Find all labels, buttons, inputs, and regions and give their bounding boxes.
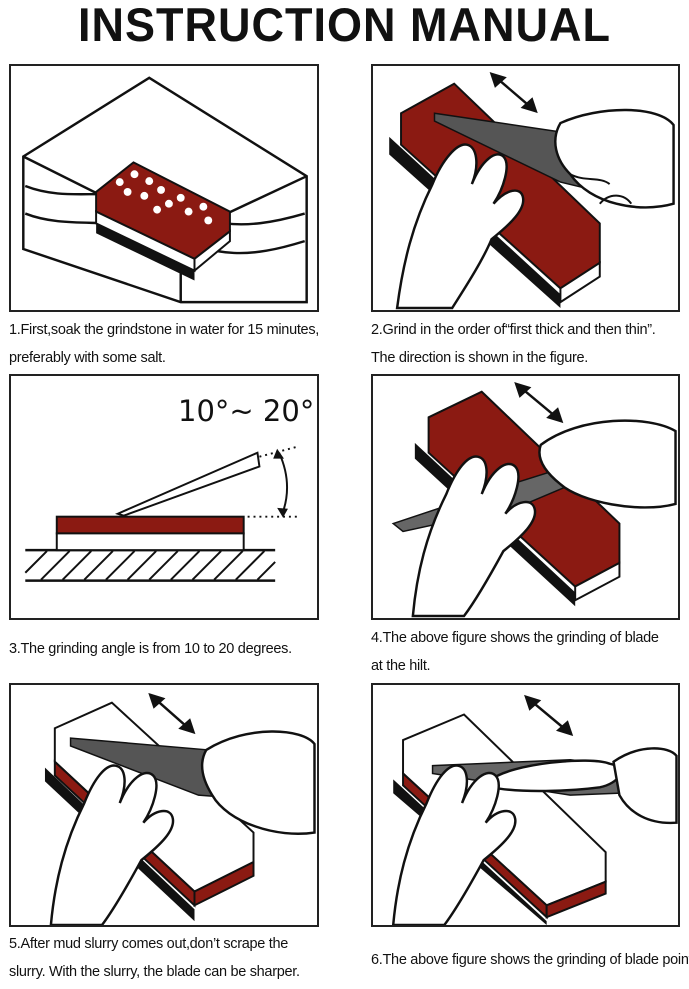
slurry-grinding-icon bbox=[11, 685, 317, 925]
hilt-grinding-icon bbox=[373, 376, 678, 618]
direction-arrow-icon bbox=[492, 74, 536, 111]
page-title: INSTRUCTION MANUAL bbox=[0, 0, 689, 51]
step-6-illustration bbox=[371, 683, 680, 927]
step-1-caption-line1: 1.First,soak the grindstone in water for… bbox=[9, 316, 319, 344]
step-4-caption-line1: 4.The above figure shows the grinding of… bbox=[371, 624, 659, 652]
step-1-caption-line2: preferably with some salt. bbox=[9, 344, 166, 372]
step-4-caption-line2: at the hilt. bbox=[371, 652, 430, 680]
step-4-illustration bbox=[371, 374, 680, 620]
step-6-caption-line1: 6.The above figure shows the grinding of… bbox=[371, 946, 689, 974]
sharpening-hands-icon bbox=[373, 66, 678, 310]
direction-arrow-icon bbox=[516, 384, 561, 421]
step-1-illustration bbox=[9, 64, 319, 312]
direction-arrow-icon bbox=[150, 695, 193, 732]
point-grinding-icon bbox=[373, 685, 678, 925]
step-5-illustration bbox=[9, 683, 319, 927]
step-2-illustration bbox=[371, 64, 680, 312]
direction-arrow-icon bbox=[526, 697, 571, 734]
water-basin-icon bbox=[11, 66, 317, 310]
step-2-caption-line2: The direction is shown in the figure. bbox=[371, 344, 588, 372]
step-3-caption-line1: 3.The grinding angle is from 10 to 20 de… bbox=[9, 635, 292, 663]
grindstone-icon bbox=[96, 162, 230, 280]
step-2-caption-line1: 2.Grind in the order of“first thick and … bbox=[371, 316, 656, 344]
step-5-caption-line1: 5.After mud slurry comes out,don’t scrap… bbox=[9, 930, 288, 958]
angle-label: 10°~ 20° bbox=[178, 394, 314, 428]
step-5-caption-line2: slurry. With the slurry, the blade can b… bbox=[9, 958, 300, 986]
